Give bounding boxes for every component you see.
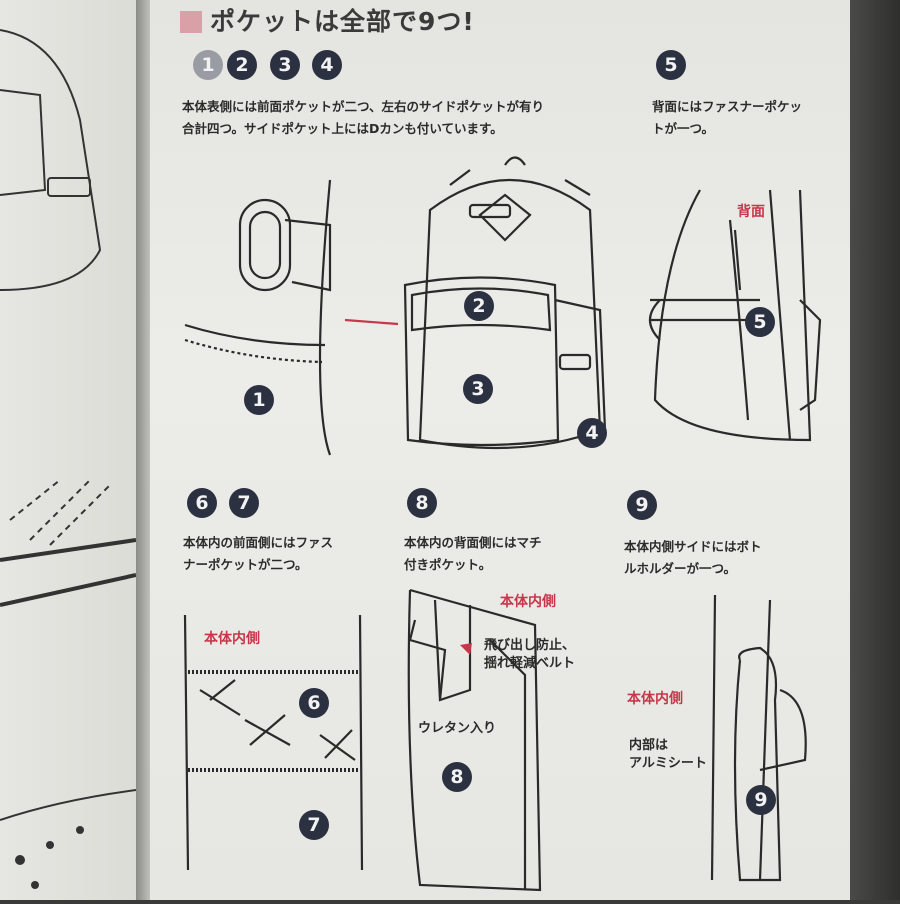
inner-side-label-9: 本体内側 (627, 691, 683, 707)
aluminum-sheet-note: 内部は アルミシート (629, 737, 707, 773)
desc-line: ルホルダーが一つ。 (624, 561, 737, 576)
adjacent-page (0, 0, 137, 900)
adjacent-page-drawing (0, 29, 137, 889)
badge-2-diagram: 2 (464, 291, 494, 321)
section-6-7-description: 本体内の前面側にはファス ナーポケットが二つ。 (183, 532, 333, 576)
note-line: アルミシート (629, 756, 707, 771)
note-line: 揺れ軽減ベルト (484, 656, 576, 671)
desc-line: 本体内の背面側にはマチ (404, 535, 542, 550)
badge-2: 2 (227, 50, 257, 80)
title-logo-mark (180, 11, 202, 33)
desc-line: 本体内の前面側にはファス (183, 535, 334, 550)
badge-6: 6 (187, 488, 217, 518)
section-9-description: 本体内側サイドにはボト ルホルダーが一つ。 (624, 536, 762, 580)
title-text: ポケットは全部で9つ! (210, 7, 475, 36)
badge-8: 8 (407, 488, 437, 518)
back-side-label: 背面 (737, 204, 765, 220)
desc-line: 付きポケット。 (404, 557, 492, 572)
desc-line: 本体内側サイドにはボト (624, 539, 762, 554)
badge-1: 1 (193, 50, 223, 80)
badge-5: 5 (656, 50, 686, 80)
badge-7-diagram: 7 (299, 810, 329, 840)
desc-line: トが一つ。 (652, 121, 715, 136)
badge-4-diagram: 4 (577, 418, 607, 448)
note-line: 飛び出し防止、 (484, 638, 576, 653)
badge-3-diagram: 3 (463, 374, 493, 404)
badge-3: 3 (270, 50, 300, 80)
badge-7: 7 (229, 488, 259, 518)
section-1-4-description: 本体表側には前面ポケットが二つ、左右のサイドポケットが有り 合計四つ。サイドポケ… (182, 96, 544, 140)
inner-side-label-8: 本体内側 (500, 594, 556, 610)
badge-6-diagram: 6 (299, 688, 329, 718)
badge-4: 4 (312, 50, 342, 80)
desc-line: 本体表側には前面ポケットが二つ、左右のサイドポケットが有り (182, 99, 545, 114)
card-gap (136, 0, 152, 900)
section-8-description: 本体内の背面側にはマチ 付きポケット。 (404, 532, 542, 576)
belt-note: 飛び出し防止、 揺れ軽減ベルト (484, 637, 575, 673)
note-line: 内部は (629, 738, 669, 753)
desc-line: 合計四つ。サイドポケット上にはDカンも付いています。 (182, 121, 503, 136)
urethane-note: ウレタン入り (418, 721, 497, 736)
section-5-description: 背面にはファスナーポケッ トが一つ。 (652, 96, 802, 140)
background-fabric (850, 0, 900, 900)
badge-8-diagram: 8 (442, 762, 472, 792)
page-title: ポケットは全部で9つ! (180, 2, 475, 38)
desc-line: ナーポケットが二つ。 (183, 557, 308, 572)
badge-9-diagram: 9 (746, 785, 776, 815)
badge-5-diagram: 5 (745, 307, 775, 337)
desc-line: 背面にはファスナーポケッ (652, 99, 803, 114)
badge-9: 9 (627, 490, 657, 520)
badge-1-diagram: 1 (244, 385, 274, 415)
inner-side-label-6-7: 本体内側 (204, 631, 260, 647)
product-card (150, 0, 850, 900)
